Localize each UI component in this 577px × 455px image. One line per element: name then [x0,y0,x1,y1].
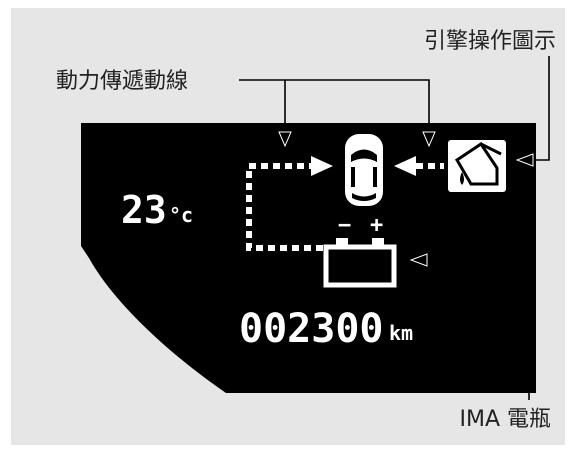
temperature-value: 23 [121,188,167,232]
flow-arrow-icon [311,156,333,176]
ima-battery-label: IMA 電瓶 [459,407,551,432]
flow-arrow-icon [422,131,436,148]
odometer-unit: km [389,321,413,345]
battery-icon [323,238,397,288]
odometer-value: 002300 [239,306,384,352]
battery-minus-sign: − [338,213,351,238]
flow-arrow-icon [409,253,428,267]
power-flow-path [246,163,323,251]
flow-arrow-icon [394,156,416,176]
diagram: 23 °c 002300 km − + 引擎操作圖示 動力傳遞動線 [11,8,565,445]
battery-plus-sign: + [370,213,383,238]
power-flow-leader [239,79,430,136]
engine-indicator-leader [529,56,550,161]
power-flow-label: 動力傳遞動線 [56,69,188,94]
flow-arrow-icon [515,153,534,167]
fuel-pump-icon [448,140,506,192]
car-icon [345,134,383,206]
display-panel [81,123,536,393]
battery-leader [423,259,530,400]
flow-arrow-icon [278,131,292,148]
temperature-unit: °c [169,203,193,227]
engine-indicator-label: 引擎操作圖示 [424,29,556,54]
